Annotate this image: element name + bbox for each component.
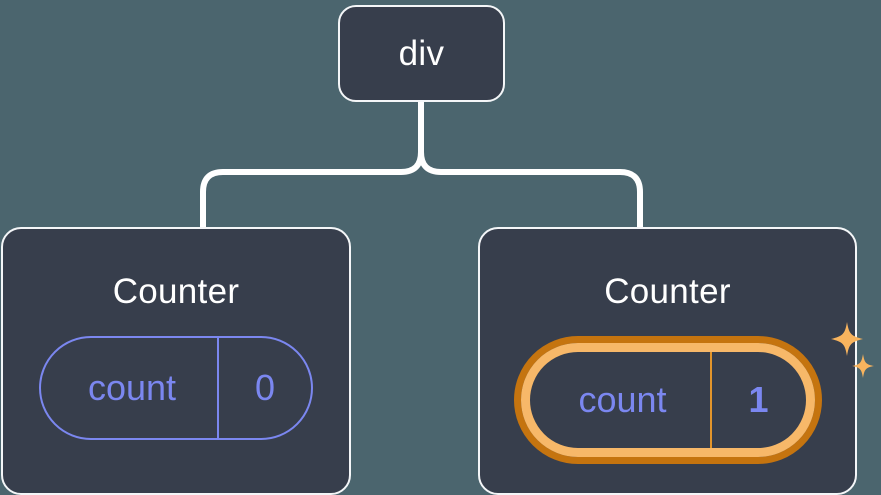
- state-value-right: 1: [709, 352, 806, 448]
- node-counter-right[interactable]: Counter count 1: [478, 227, 874, 495]
- node-div[interactable]: div: [338, 5, 505, 102]
- state-pill-left[interactable]: count 0: [39, 336, 313, 440]
- node-counter-left-label: Counter: [112, 272, 240, 311]
- sparkle-large-icon: [830, 322, 863, 356]
- state-pill-right-wrapper: count 1: [513, 322, 874, 464]
- sparkle-icons-group: [830, 322, 874, 378]
- sparkle-small-icon: [851, 354, 874, 378]
- state-pill-left-wrapper: count 0: [39, 336, 313, 440]
- state-value-left: 0: [217, 338, 311, 438]
- node-counter-right-label: Counter: [604, 272, 731, 311]
- node-div-label: div: [398, 34, 445, 73]
- node-counter-left[interactable]: Counter count 0: [1, 227, 351, 495]
- state-pill-right-highlight-ring: count 1: [513, 336, 822, 464]
- state-key-left: count: [87, 367, 177, 408]
- state-key-right: count: [578, 379, 667, 420]
- state-pill-right[interactable]: count 1: [520, 343, 815, 457]
